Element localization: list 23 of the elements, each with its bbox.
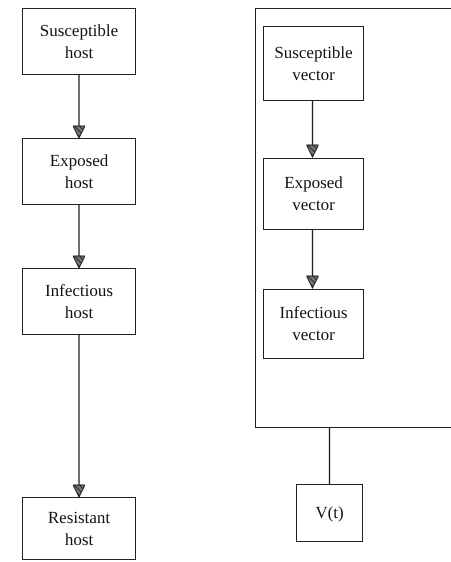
state-box: [263, 158, 364, 230]
state-box: [263, 289, 364, 359]
group-frame: [255, 8, 451, 428]
state-box: [22, 8, 136, 75]
arrow: [306, 229, 319, 288]
state-label: Resistant host: [46, 506, 112, 550]
state-label: Susceptible host: [38, 20, 120, 64]
state-box: [296, 484, 363, 542]
arrow: [72, 205, 86, 268]
connector-line: [328, 428, 330, 484]
state-box: [22, 268, 136, 335]
state-box: [22, 138, 136, 205]
state-box: [263, 26, 364, 101]
state-label: V(t): [315, 502, 344, 524]
state-box: [22, 497, 136, 560]
arrow: [72, 75, 86, 138]
state-label: Infectious host: [44, 280, 114, 324]
arrow: [72, 335, 86, 498]
state-label: Exposed host: [48, 150, 110, 194]
state-label: Exposed vector: [283, 172, 344, 216]
state-label: Susceptible vector: [274, 42, 353, 86]
arrow: [306, 100, 319, 158]
state-label: Infectious vector: [278, 302, 348, 346]
